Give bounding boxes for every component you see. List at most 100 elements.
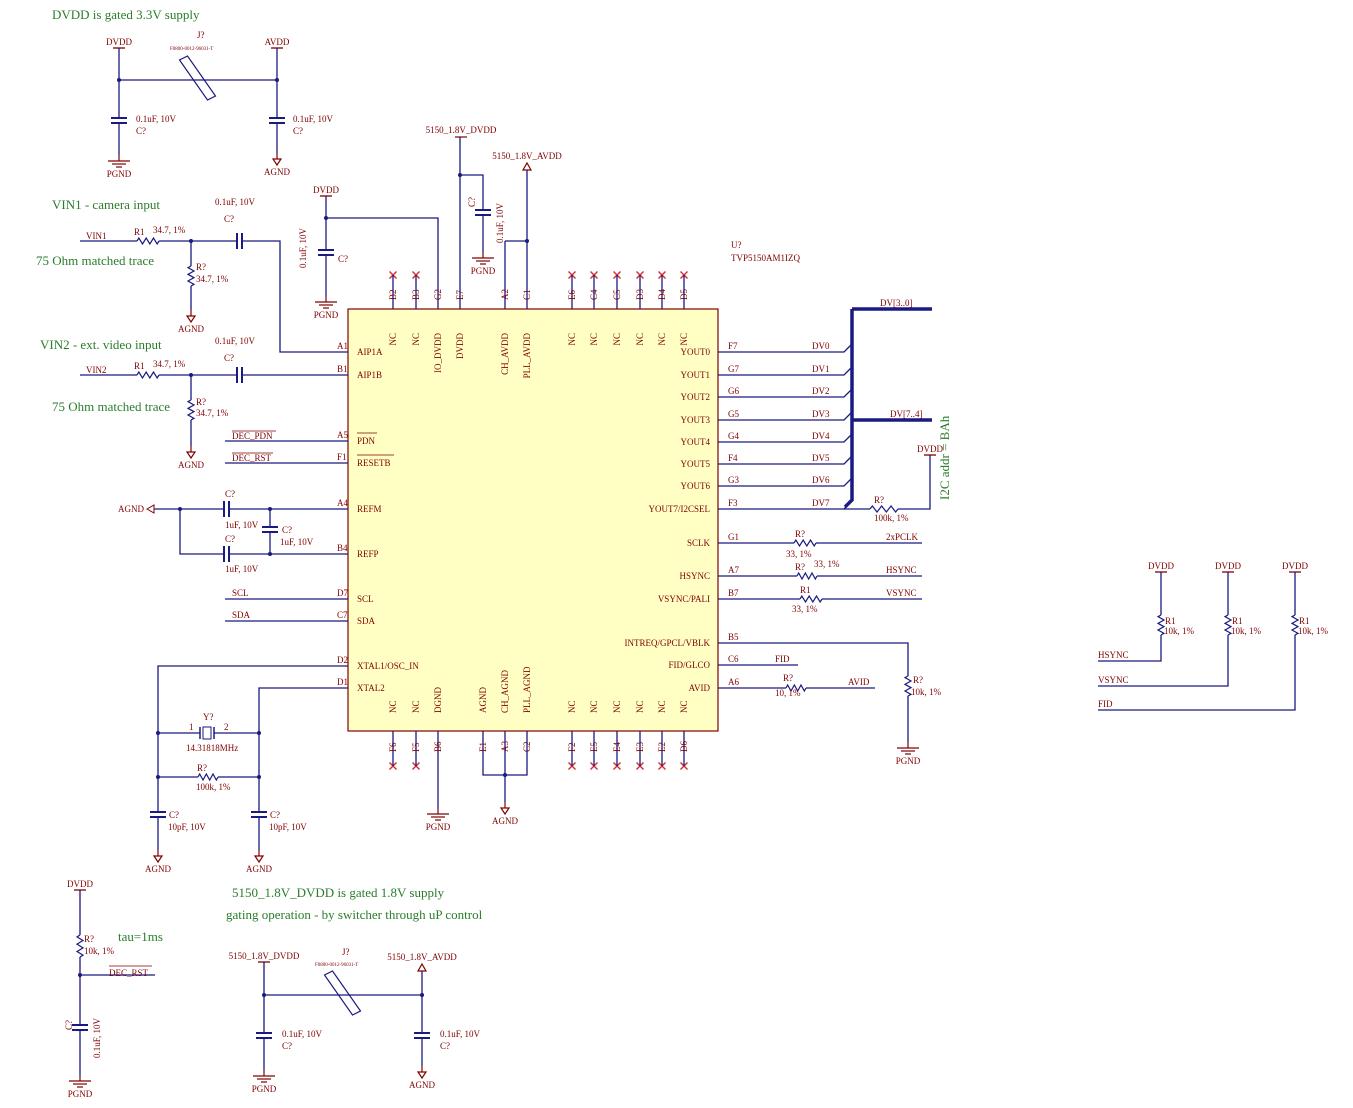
wire [325,196,439,289]
res-ref: R? [84,934,94,944]
pin-name: NC [411,333,421,346]
note-vin1: VIN1 - camera input [52,197,160,212]
agnd-label: AGND [178,460,204,470]
pin-name: XTAL1/OSC_IN [357,661,419,671]
wire [738,343,853,353]
cap-ref: C? [224,353,234,363]
pin-number: D5 [679,289,689,300]
net-label: VSYNC [1098,675,1129,685]
ground-label: PGND [107,169,132,179]
cap-value: 10pF, 10V [168,822,206,832]
pin-name: VSYNC/PALI [658,594,710,604]
pin-number: E2 [657,742,667,752]
pin-name: NC [567,700,577,713]
cap-value: 0.1uF, 10V [136,114,177,124]
agnd-label: AGND [409,1080,435,1090]
agnd-symbol [253,855,265,864]
pin-number: C2 [522,741,532,752]
bus-label: DV[7..4] [890,409,923,419]
res-ref: R1 [1232,616,1243,626]
agnd-symbol [271,158,283,167]
pin-number: D3 [635,289,645,300]
pin-number: B6 [433,741,443,752]
pin-number: A1 [337,341,348,351]
pin-number: F7 [728,341,738,351]
pin-number: E4 [612,742,622,752]
pin-name: INTREQ/GPCL/VBLK [625,638,711,648]
pin-name: NC [411,700,421,713]
pin-name: YOUT7/I2CSEL [649,504,711,514]
power-label: AVDD [265,37,290,47]
net-label: DV6 [812,475,830,485]
res-value: 100k, 1% [874,513,909,523]
cap-value: 1uF, 10V [280,537,314,547]
pin-number: G2 [433,289,443,300]
wire [460,174,484,210]
crystal-value: 14.31818MHz [186,743,238,753]
pin-name: NC [388,700,398,713]
net-label: HSYNC [886,565,917,575]
wire [1098,635,1162,662]
pin-name: CH_AGND [500,669,510,713]
wire [738,500,853,510]
pin-name: NC [635,700,645,713]
cap-value: 0.1uF, 10V [298,227,308,268]
pin-number: F4 [728,453,738,463]
pin-name: SCL [357,594,374,604]
pin-number: A2 [500,289,510,300]
agnd-label: AGND [118,504,144,514]
pin-number: G3 [728,475,739,485]
pin-number: C6 [728,654,739,664]
pin-name: AIP1A [357,347,383,357]
pin-name: NC [589,700,599,713]
pin-name: NC [612,333,622,346]
res-ref: R1 [1299,616,1310,626]
pin-number: F5 [411,742,421,752]
wire [242,240,328,353]
cap-ref: C? [282,1041,292,1051]
net-label: VIN1 [86,231,107,241]
pin-name: REFP [357,549,379,559]
pin-number: B3 [411,289,421,300]
net-label: DEC_RST [109,968,149,978]
cap-ref: C? [169,810,179,820]
pin-name: REFM [357,504,382,514]
pin-number: E7 [455,290,465,300]
jumper-part: F0800-0012-96031-T [170,47,213,52]
res-value: 10, 1% [775,688,801,698]
power-label: DVDD [1215,561,1241,571]
pin-number: C7 [337,610,348,620]
res-ref: R1 [1165,616,1176,626]
pin-name: YOUT2 [681,392,711,402]
power-arrow [521,161,533,171]
resistor [197,772,219,782]
pin-name: PLL_AGND [522,666,532,713]
net-label: DEC_PDN [232,431,273,441]
pin-number: B2 [388,289,398,300]
pin-name: NC [589,333,599,346]
res-ref: R? [783,673,793,683]
pin-number: E5 [589,742,599,752]
pin-name: RESETB [357,458,391,468]
net-label: FID [1098,699,1113,709]
pin-name: YOUT3 [681,415,711,425]
resistor [1156,614,1166,636]
cap-value: 1uF, 10V [225,564,259,574]
res-ref: R? [874,495,884,505]
wire [1098,635,1296,711]
res-value: 34.7, 1% [153,359,186,369]
net-label: DV2 [812,386,830,396]
pin-name: NC [567,333,577,346]
res-value: 33, 1% [792,604,818,614]
pin-number: B4 [337,543,348,553]
ground-label: PGND [314,310,339,320]
power-label: 5150_1.8V_DVDD [229,951,300,961]
power-label: DVDD [313,185,339,195]
pin-name: FID/GLCO [668,660,710,670]
jumper-ref: J? [197,30,205,40]
pin-number: F3 [728,498,738,508]
junction-dot [503,773,507,777]
crystal-pin: 1 [189,722,194,732]
